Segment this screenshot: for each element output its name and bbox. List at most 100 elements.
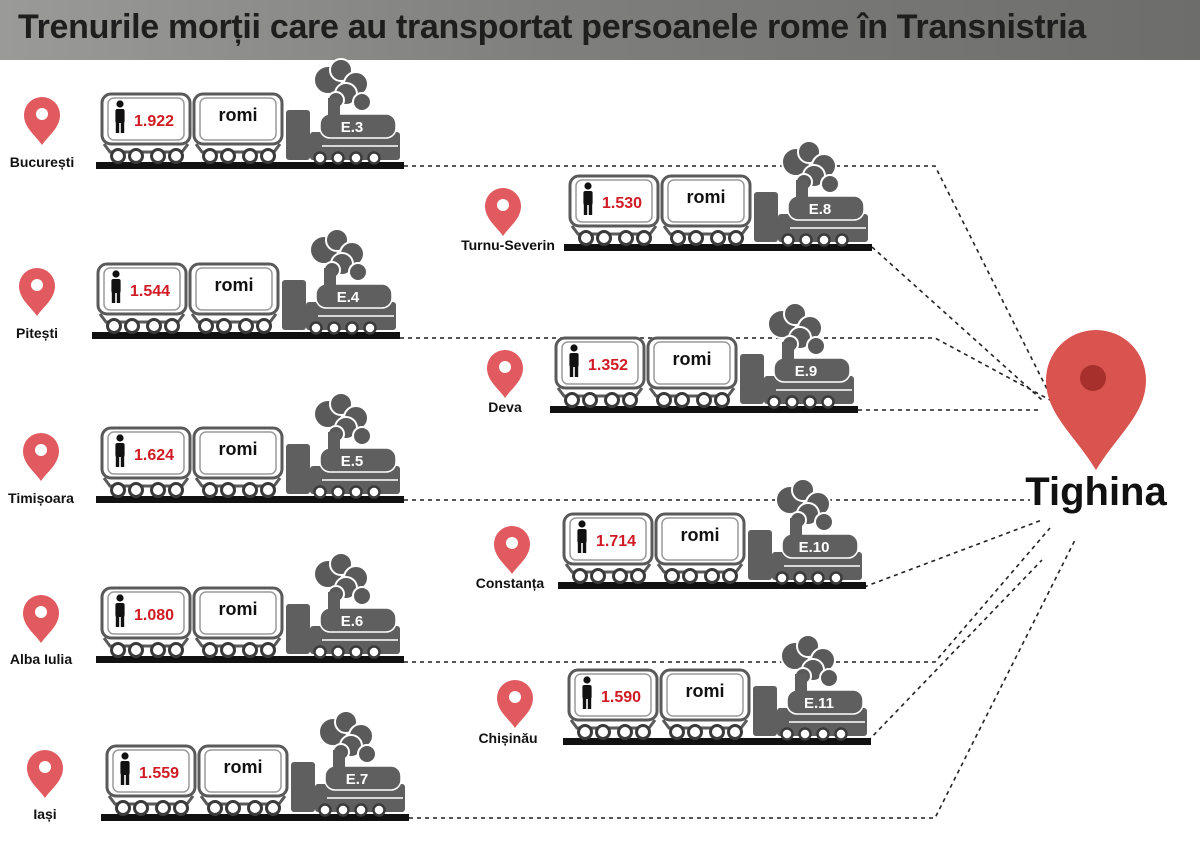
wagon-label: romi (686, 187, 725, 207)
wagon-label: romi (646, 336, 738, 408)
map-pin-icon (23, 595, 59, 643)
wagon-label: romi (659, 668, 751, 740)
locomotive-icon: E.11 (753, 634, 867, 741)
wagon-label: romi (188, 262, 280, 334)
wagon-count: 1.624 (100, 426, 192, 498)
wagon-label: romi (660, 174, 752, 246)
person-icon (582, 676, 592, 709)
track (96, 162, 404, 169)
destination-pin-icon (1046, 330, 1146, 470)
engine-label: E.10 (799, 539, 830, 556)
engine-label: E.11 (804, 695, 834, 712)
map-pin-icon (485, 188, 521, 236)
person-icon (115, 594, 125, 627)
passenger-count: 1.352 (588, 357, 628, 374)
smoke-icon (775, 478, 834, 532)
wagon-count: 1.559 (105, 744, 197, 816)
locomotive-icon: E.9 (740, 302, 854, 409)
city-label: Turnu-Severin (461, 237, 555, 253)
passenger-count: 1.922 (134, 113, 174, 130)
wagon-label: romi (218, 439, 257, 459)
smoke-icon (767, 302, 826, 356)
engine-label: E.3 (341, 119, 364, 136)
city-label: Timișoara (8, 490, 74, 506)
wagon-label: romi (654, 512, 746, 584)
route-line (404, 165, 1051, 396)
city-label: București (10, 154, 75, 170)
person-icon (120, 752, 130, 785)
map-pin-icon (27, 750, 63, 798)
person-icon (569, 344, 579, 377)
track (96, 656, 404, 663)
smoke-icon (781, 140, 840, 194)
passenger-count: 1.714 (596, 533, 636, 550)
person-icon (583, 182, 593, 215)
passenger-count: 1.544 (130, 283, 170, 300)
city-label: Deva (488, 399, 522, 415)
train: 1.590 romi E.11 (563, 634, 871, 745)
wagon-label: romi (192, 586, 284, 658)
map-pin-icon (23, 433, 59, 481)
city-label: Pitești (16, 325, 58, 341)
passenger-count: 1.530 (602, 195, 642, 212)
engine-label: E.9 (795, 363, 818, 380)
route-line (871, 246, 1043, 401)
title-bar: Trenurile morții care au transportat per… (0, 0, 1200, 60)
city-label: Chișinău (478, 730, 537, 746)
wagon-count: 1.544 (96, 262, 188, 334)
engine-label: E.6 (341, 613, 364, 630)
passenger-count: 1.590 (601, 689, 641, 706)
destination: Tighina (1025, 330, 1167, 514)
wagon-label: romi (192, 426, 284, 498)
map-pin-icon (19, 268, 55, 316)
track (563, 738, 871, 745)
wagon-label: romi (192, 92, 284, 164)
track (92, 332, 400, 339)
map-pin-icon (494, 526, 530, 574)
engine-label: E.7 (346, 771, 369, 788)
route-line (863, 519, 1043, 588)
passenger-count: 1.080 (134, 607, 174, 624)
wagon-label: romi (672, 349, 711, 369)
engine-label: E.5 (341, 453, 364, 470)
locomotive-icon: E.3 (286, 58, 400, 165)
wagon-label: romi (680, 525, 719, 545)
person-icon (115, 434, 125, 467)
city-label: Alba Iulia (10, 651, 72, 667)
city-label: Iași (33, 806, 56, 822)
wagon-count: 1.530 (568, 174, 660, 246)
wagon-label: romi (223, 757, 262, 777)
wagon-label: romi (214, 275, 253, 295)
track (101, 814, 409, 821)
wagon-count: 1.714 (562, 512, 654, 584)
smoke-icon (313, 392, 372, 446)
smoke-icon (780, 634, 839, 688)
passenger-count: 1.559 (139, 765, 179, 782)
locomotive-icon: E.5 (286, 392, 400, 499)
wagon-label: romi (218, 599, 257, 619)
engine-label: E.4 (337, 289, 360, 306)
wagon-count: 1.080 (100, 586, 192, 658)
map-pin-icon (487, 350, 523, 398)
engine-label: E.8 (809, 201, 832, 218)
locomotive-icon: E.4 (282, 228, 396, 335)
route-line (867, 559, 1043, 742)
smoke-icon (313, 58, 372, 112)
page-title: Trenurile morții care au transportat per… (18, 8, 1086, 46)
locomotive-icon: E.8 (754, 140, 868, 247)
wagon-count: 1.590 (567, 668, 659, 740)
wagon-label: romi (218, 105, 257, 125)
smoke-icon (318, 710, 377, 764)
person-icon (577, 520, 587, 553)
locomotive-icon: E.10 (748, 478, 862, 585)
